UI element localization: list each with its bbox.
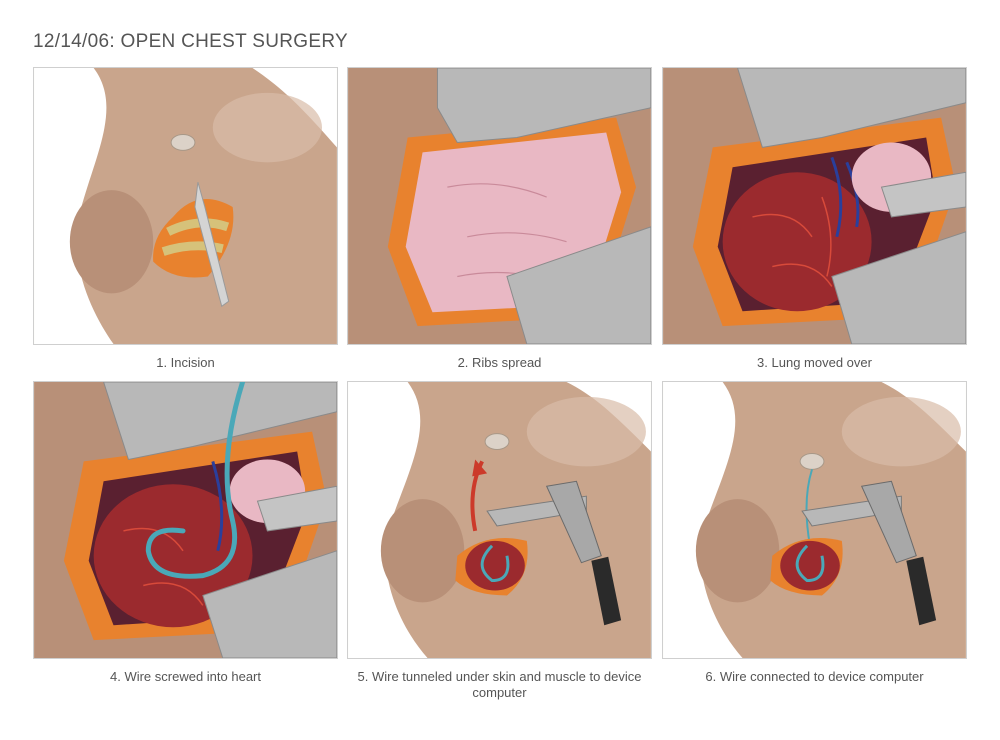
retractor-upper-arm — [436, 68, 651, 143]
device-computer — [484, 433, 510, 451]
retractor-crank — [906, 556, 937, 626]
caption-incision: 1. Incision — [156, 355, 215, 370]
wire-connected-illustration — [663, 382, 966, 658]
device-computer — [799, 452, 825, 470]
panel-ribs-spread — [347, 67, 652, 345]
page-title: 12/14/06: OPEN CHEST SURGERY — [33, 31, 348, 52]
retractor-lower-arm — [831, 231, 966, 344]
caption-ribs-spread: 2. Ribs spread — [457, 355, 542, 370]
panel-wire-connected — [662, 381, 967, 659]
ribs-spread-illustration — [348, 68, 651, 344]
heart — [93, 484, 253, 628]
connected-wire — [805, 469, 813, 546]
lung-moved-illustration — [663, 68, 966, 344]
panel-lung-moved — [662, 67, 967, 345]
caption-wire-tunneled: 5. Wire tunneled under skin and muscle t… — [357, 669, 642, 700]
retractor-lower-arm — [506, 226, 651, 344]
panel-wire-screwed — [33, 381, 338, 659]
retractor-crank — [591, 556, 622, 626]
lung-retractor — [880, 171, 966, 218]
wire-tunneled-illustration — [348, 382, 651, 658]
panel-incision — [33, 67, 338, 345]
retractor-upper-arm — [737, 68, 966, 148]
panel-wire-tunneled — [347, 381, 652, 659]
caption-wire-connected: 6. Wire connected to device computer — [705, 669, 924, 684]
rib-spreader-blade — [194, 182, 230, 308]
pacing-wire — [145, 382, 246, 579]
wire-screwed-illustration — [34, 382, 337, 658]
arrow-head-icon — [472, 459, 488, 477]
caption-wire-screwed: 4. Wire screwed into heart — [109, 669, 261, 684]
incision-illustration — [34, 68, 337, 344]
caption-lung-moved: 3. Lung moved over — [757, 355, 872, 370]
